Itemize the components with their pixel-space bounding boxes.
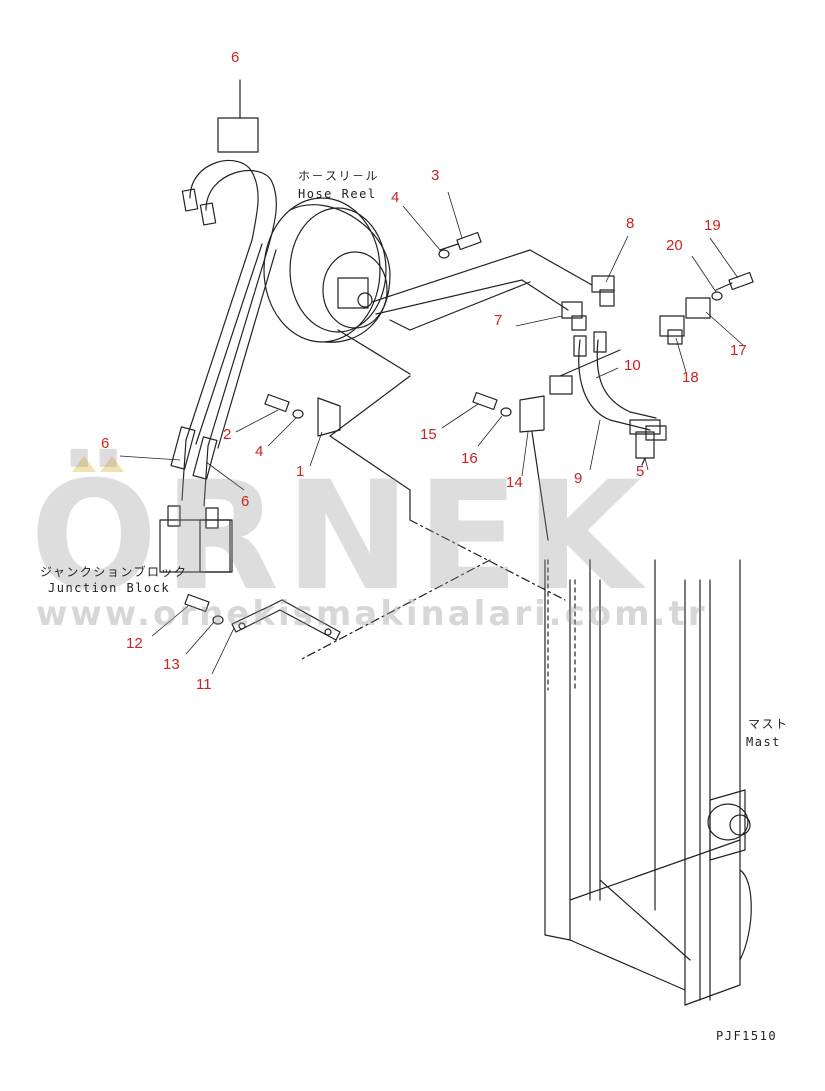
callout-6-right: 6 — [241, 493, 250, 510]
callout-6-left: 6 — [101, 435, 110, 452]
bolt-3 — [438, 231, 482, 259]
clamp-17-18 — [659, 297, 711, 345]
bolt-2 — [264, 393, 304, 419]
bolt-12 — [184, 593, 224, 625]
bolt-15 — [472, 391, 549, 541]
junction-block — [159, 426, 233, 573]
callout-17: 17 — [730, 342, 747, 359]
watermark-accent-icon — [72, 456, 124, 472]
bar-11 — [231, 599, 341, 641]
mast-structure — [544, 559, 752, 1006]
callout-12: 12 — [126, 635, 143, 652]
callout-4-top: 4 — [391, 189, 400, 206]
callout-15: 15 — [420, 426, 437, 443]
bolt-19 — [711, 271, 754, 301]
bracket-10-plate — [549, 349, 621, 395]
mast-attachment-lines — [299, 519, 566, 661]
callout-2: 2 — [223, 426, 232, 443]
callout-18: 18 — [682, 369, 699, 386]
caption-mast-en: Mast — [746, 735, 781, 749]
pipe-reel-to-8 — [371, 249, 593, 331]
callout-10: 10 — [624, 357, 641, 374]
callout-19: 19 — [704, 217, 721, 234]
callout-4-mid: 4 — [255, 443, 264, 460]
callout-14: 14 — [506, 474, 523, 491]
callout-20: 20 — [666, 237, 683, 254]
callout-1: 1 — [296, 463, 305, 480]
caption-mast-jp: マスト — [748, 717, 789, 731]
callout-16: 16 — [461, 450, 478, 467]
watermark-brand: ÖRNEK — [30, 450, 648, 624]
hose-pair-top — [181, 79, 277, 449]
caption-junction-jp: ジャンクションブロック — [40, 565, 188, 579]
caption-hose-reel-jp: ホ－スリ－ル — [298, 169, 380, 183]
callout-5: 5 — [636, 463, 645, 480]
callout-3: 3 — [431, 167, 440, 184]
fitting-8 — [591, 275, 615, 307]
watermark-url: www.ornekismakinalari.com.tr — [36, 594, 708, 634]
caption-junction-en: Junction Block — [48, 581, 171, 595]
callout-13: 13 — [163, 656, 180, 673]
callout-11: 11 — [196, 676, 212, 693]
callout-7: 7 — [494, 312, 503, 329]
callout-8: 8 — [626, 215, 635, 232]
hose-assembly-9-10 — [573, 331, 667, 441]
hose-reel-drum — [263, 197, 411, 375]
caption-hose-reel-en: Hose Reel — [298, 187, 377, 201]
callout-6-top: 6 — [231, 49, 240, 66]
fitting-7 — [561, 301, 587, 331]
callout-9: 9 — [574, 470, 583, 487]
bracket-1 — [317, 375, 411, 491]
drawing-code: PJF1510 — [716, 1029, 778, 1043]
